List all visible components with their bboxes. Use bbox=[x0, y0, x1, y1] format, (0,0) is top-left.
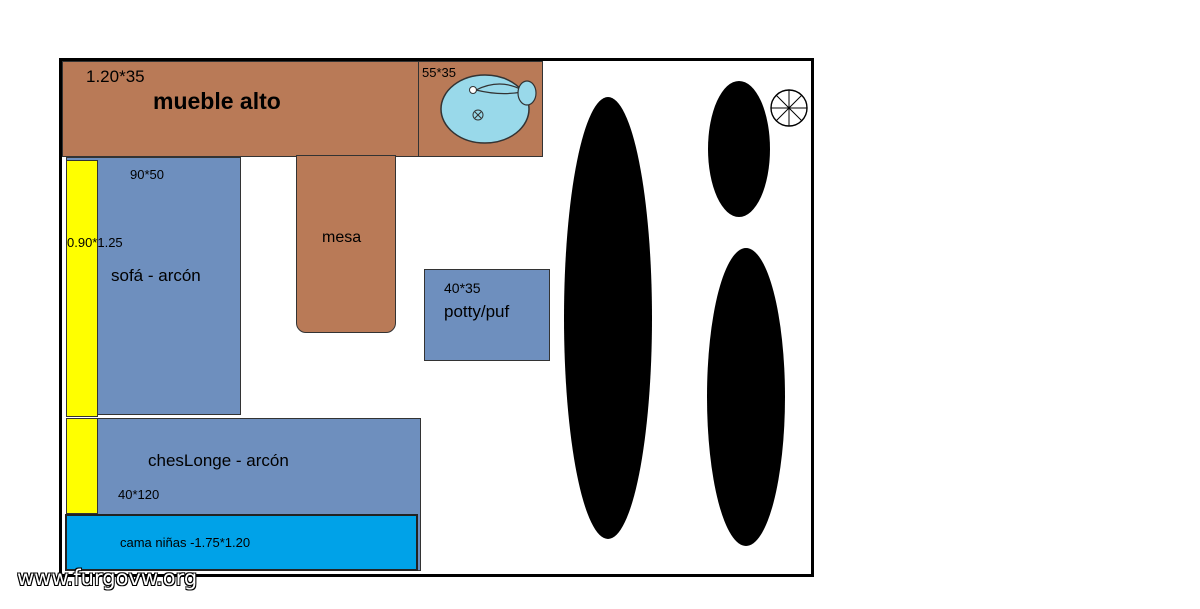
steering-wheel-icon bbox=[770, 89, 808, 127]
potty-label: potty/puf bbox=[444, 302, 510, 321]
sofa-dims: 90*50 bbox=[130, 167, 164, 182]
seat-left-long bbox=[564, 97, 652, 539]
cama-ninas-label: cama niñas -1.75*1.20 bbox=[120, 535, 251, 550]
sofa-side-dims: 0.90*1.25 bbox=[67, 235, 123, 250]
cheslonge-label: chesLonge - arcón bbox=[148, 451, 289, 470]
potty-puf-block bbox=[424, 269, 550, 361]
mueble-alto-dims: 1.20*35 bbox=[86, 67, 145, 86]
potty-dims: 40*35 bbox=[444, 280, 481, 296]
sink-cabinet-dims: 55*35 bbox=[422, 65, 456, 80]
mueble-alto-block bbox=[62, 61, 420, 157]
watermark-text: www.furgovw.org bbox=[17, 566, 198, 590]
sofa-label: sofá - arcón bbox=[111, 266, 201, 285]
cheslonge-dims: 40*120 bbox=[118, 487, 160, 502]
mesa-table bbox=[296, 155, 396, 333]
seat-passenger bbox=[707, 248, 785, 546]
cheslonge-backrest bbox=[66, 418, 98, 514]
seat-driver bbox=[708, 81, 770, 217]
sofa-backrest bbox=[66, 160, 98, 417]
cama-ninas-block bbox=[65, 514, 418, 571]
mesa-label: mesa bbox=[322, 229, 362, 246]
mueble-alto-label: mueble alto bbox=[153, 88, 281, 114]
